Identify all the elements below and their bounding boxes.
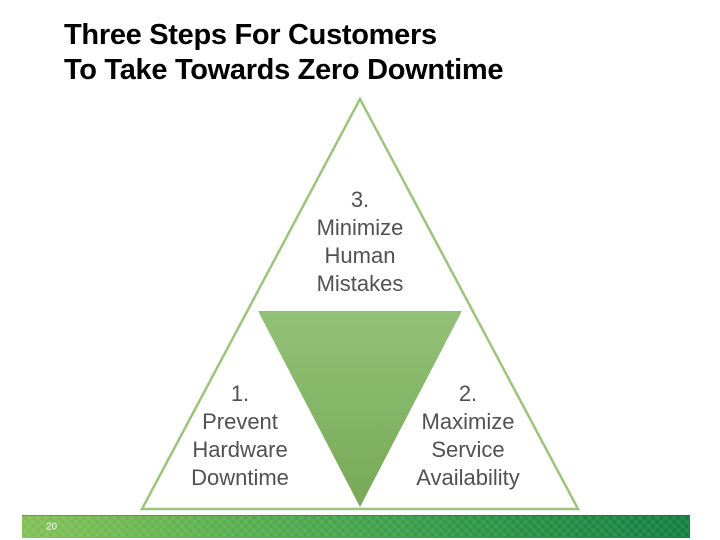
step-1-label: 1. Prevent Hardware Downtime — [130, 380, 350, 492]
outer-triangle-outline — [139, 96, 581, 511]
step-3-label: 3. Minimize Human Mistakes — [250, 186, 470, 298]
step-line: Maximize — [421, 409, 515, 434]
step-number: 3. — [350, 187, 370, 212]
inner-triangle-fill — [258, 311, 462, 507]
step-number: 1. — [230, 381, 250, 406]
footer-bar: 20 — [22, 515, 690, 538]
slide-title-line-2: To Take Towards Zero Downtime — [64, 54, 504, 86]
step-line: Service — [431, 437, 505, 462]
step-line: Mistakes — [316, 271, 404, 296]
step-number: 2. — [458, 381, 478, 406]
step-line: Availability — [416, 465, 520, 490]
slide-title: Three Steps For Customers To Take Toward… — [64, 18, 504, 88]
step-line: Human — [324, 243, 396, 268]
step-line: Downtime — [191, 465, 289, 490]
page-number: 20 — [46, 521, 58, 532]
step-line: Prevent — [202, 409, 278, 434]
slide-title-line-1: Three Steps For Customers — [64, 19, 437, 51]
step-line: Hardware — [192, 437, 288, 462]
step-line: Minimize — [316, 215, 404, 240]
step-2-label: 2. Maximize Service Availability — [358, 380, 578, 492]
